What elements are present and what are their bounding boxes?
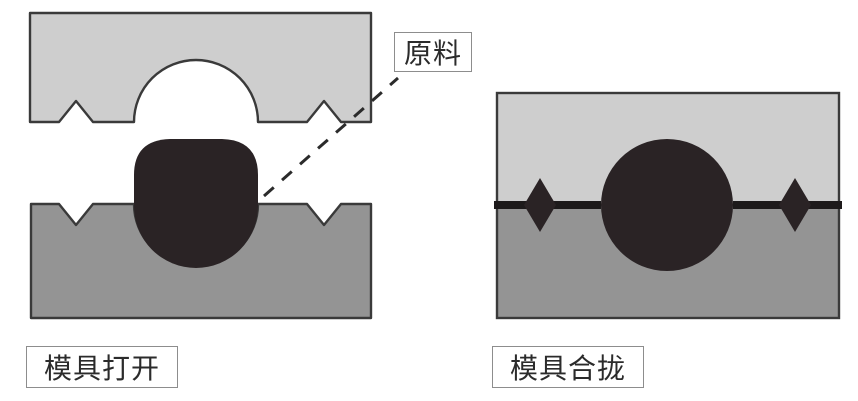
mold-open-panel bbox=[28, 11, 373, 320]
caption-mold-open: 模具打开 bbox=[26, 346, 178, 388]
mold-closed-panel bbox=[494, 91, 842, 320]
formed-part-sphere bbox=[601, 139, 733, 271]
flash-diamond-left bbox=[524, 178, 556, 232]
material-leader-line bbox=[263, 76, 399, 198]
upper-die-open bbox=[28, 11, 373, 124]
flash-diamond-right bbox=[779, 178, 811, 232]
raw-material-blank bbox=[134, 139, 258, 268]
caption-mold-closed: 模具合拢 bbox=[492, 346, 644, 388]
raw-material-label: 原料 bbox=[394, 32, 472, 72]
